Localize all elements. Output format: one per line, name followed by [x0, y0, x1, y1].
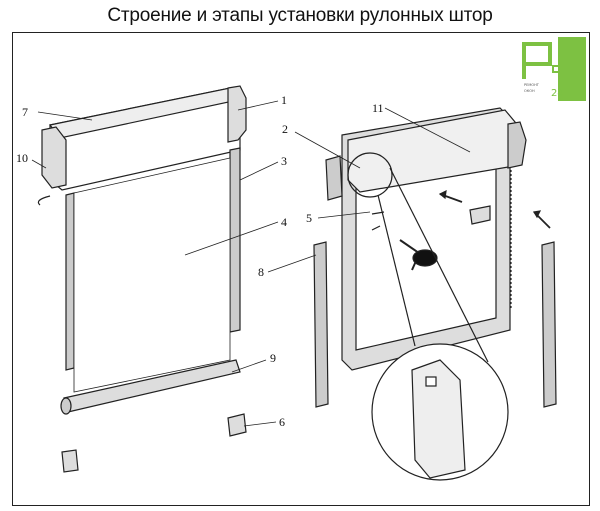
label-2: 2 [282, 122, 288, 136]
label-8: 8 [258, 265, 264, 279]
window-blind [313, 107, 557, 481]
label-11: 11 [372, 101, 384, 115]
label-10: 10 [16, 151, 28, 165]
svg-text:РЕМОНТ: РЕМОНТ [524, 83, 540, 87]
page-title: Строение и этапы установки рулонных штор [107, 5, 493, 26]
label-4: 4 [281, 215, 287, 229]
label-9: 9 [270, 351, 276, 365]
part-labels: 7 1 10 3 4 2 11 5 8 9 6 [16, 93, 384, 429]
leader-lines [31, 100, 471, 427]
diagram-frame [12, 32, 590, 506]
label-7: 7 [22, 105, 28, 119]
left-blind [37, 85, 247, 473]
label-6: 6 [279, 415, 285, 429]
svg-text:ОКОН: ОКОН [524, 89, 535, 93]
label-1: 1 [281, 93, 287, 107]
label-3: 3 [281, 154, 287, 168]
logo: РЕМОНТ ОКОН 24 [513, 37, 586, 101]
logo-number: 24 [551, 88, 564, 99]
label-5: 5 [306, 211, 312, 225]
